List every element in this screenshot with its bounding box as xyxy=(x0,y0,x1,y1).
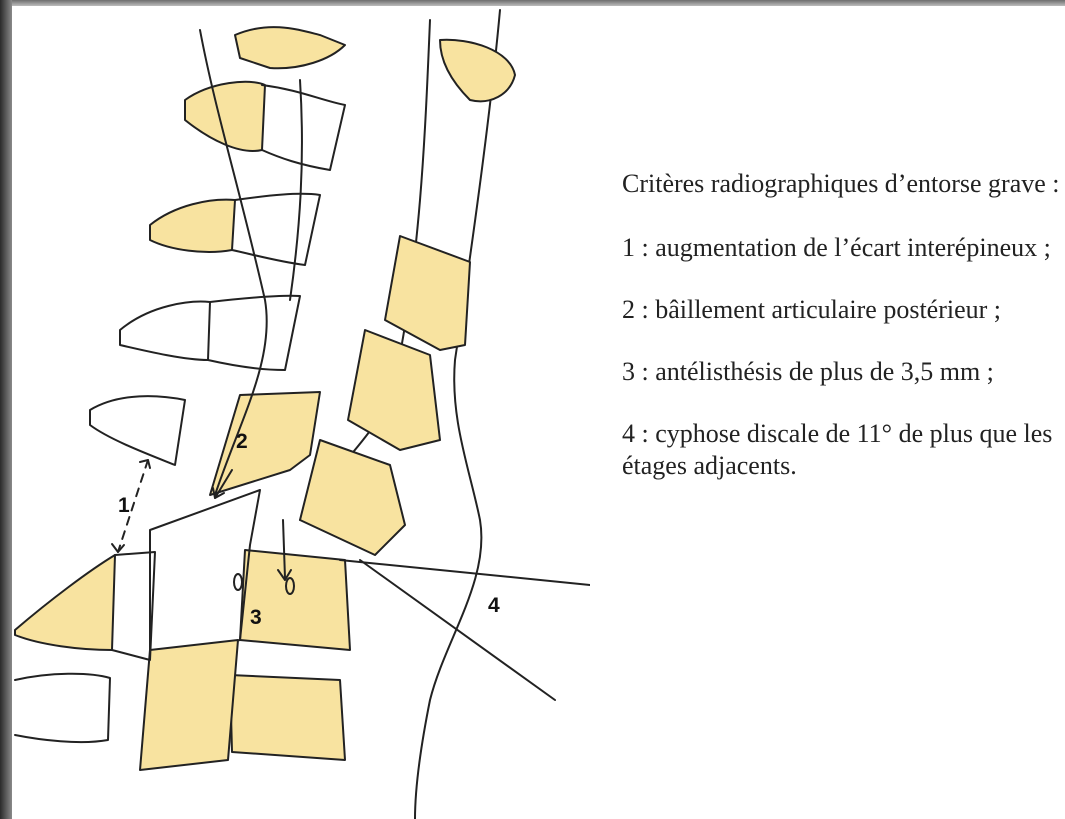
criterion-3: 3 : antélisthésis de plus de 3,5 mm ; xyxy=(622,356,1062,388)
criterion-2: 2 : bâillement articulaire postérieur ; xyxy=(622,294,1062,326)
spinous-process-c4 xyxy=(150,200,235,252)
marker-1: 1 xyxy=(118,494,130,517)
facet-line xyxy=(290,80,302,300)
vertebral-body-c5 xyxy=(300,440,405,555)
spinous-process-t1 xyxy=(15,674,110,742)
articular-pillar-c7 xyxy=(140,640,238,770)
cervical-spine-diagram: 1 2 3 4 xyxy=(0,0,590,819)
vertebral-body-c4 xyxy=(348,330,440,450)
marker-2: 2 xyxy=(236,430,248,453)
lamina-c4 xyxy=(232,194,320,265)
lamina-c3 xyxy=(262,85,345,170)
lamina-c7 xyxy=(112,552,155,660)
spinous-process-c5 xyxy=(120,302,210,360)
lamina-c5 xyxy=(208,296,300,370)
odontoid-top xyxy=(440,40,515,101)
spinous-process-c2 xyxy=(235,27,345,68)
criteria-caption: Critères radiographiques d’entorse grave… xyxy=(622,168,1062,512)
spinous-process-c6 xyxy=(90,396,185,465)
criterion-1: 1 : augmentation de l’écart interépineux… xyxy=(622,232,1062,264)
vertebral-body-c3 xyxy=(385,236,470,350)
marker-3: 3 xyxy=(250,606,262,629)
kyphosis-line-lower xyxy=(360,560,555,700)
vertebral-body-c7 xyxy=(230,675,345,760)
criterion-4: 4 : cyphose discale de 11° de plus que l… xyxy=(622,418,1062,482)
vertebral-body-c6 xyxy=(240,550,350,650)
spinous-process-c7 xyxy=(15,555,115,650)
caption-title: Critères radiographiques d’entorse grave… xyxy=(622,168,1062,200)
marker-4: 4 xyxy=(488,594,500,617)
